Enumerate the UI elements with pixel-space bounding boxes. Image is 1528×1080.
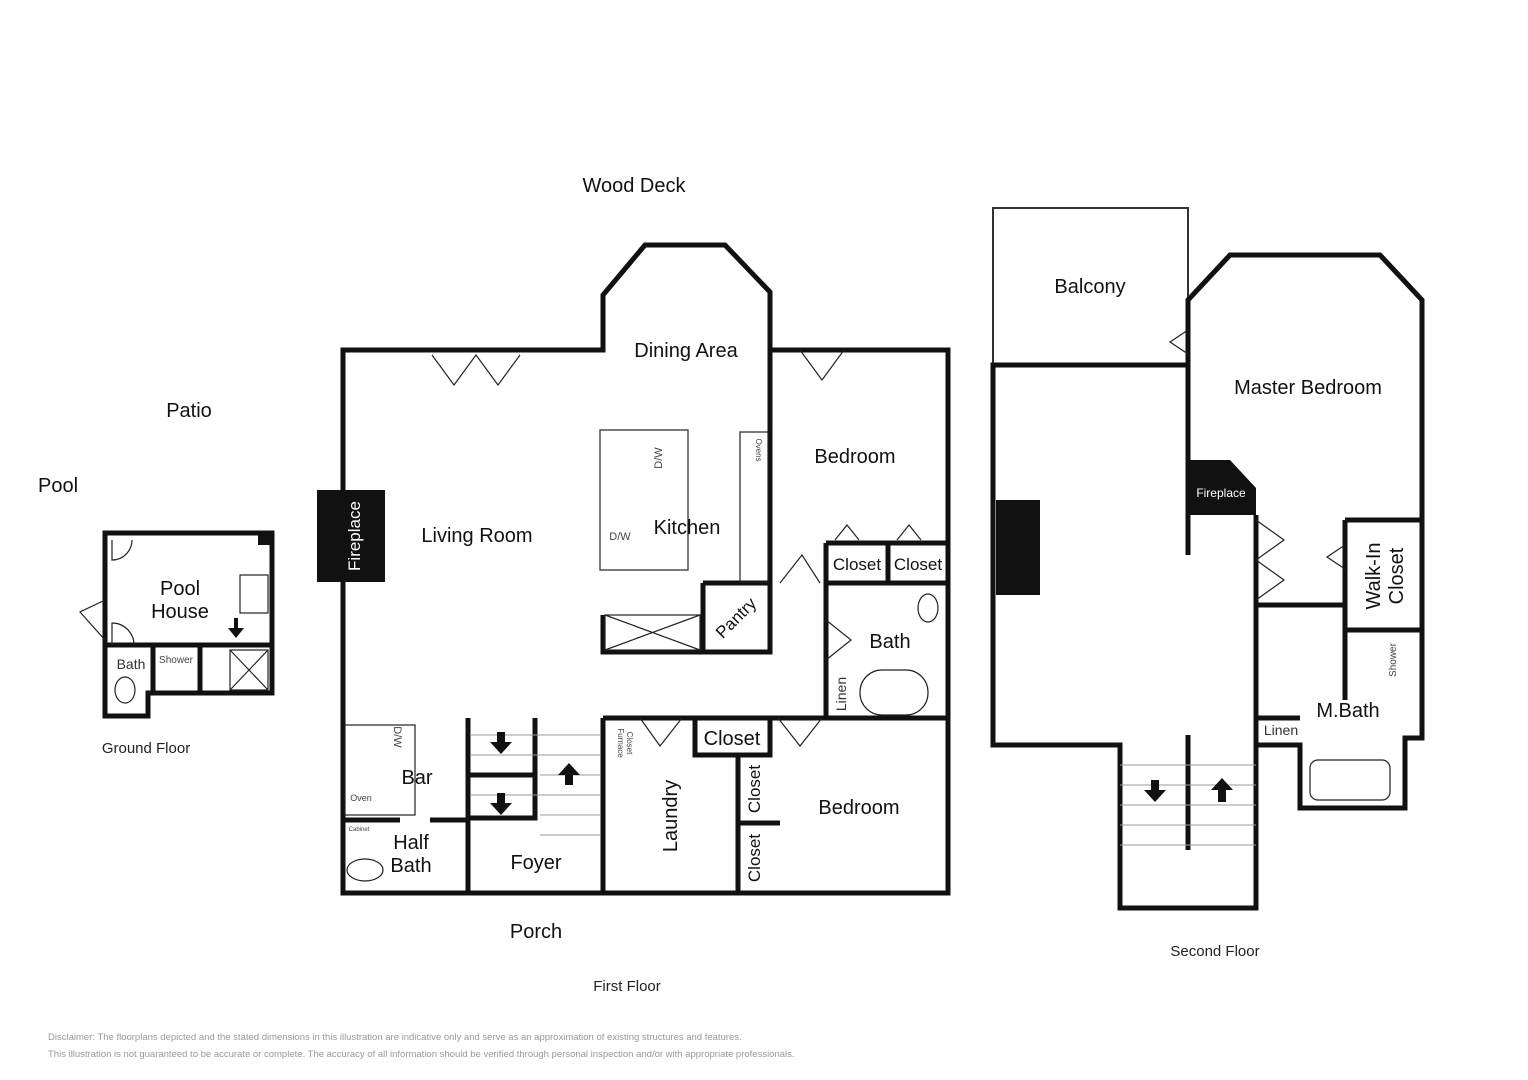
label-dw-kitchen-2: D/W [609, 531, 631, 543]
first-floor-title: First Floor [593, 978, 661, 995]
label-furnace-closet: Furnace [616, 728, 625, 758]
label-pool-house-2: House [151, 601, 209, 623]
label-pantry: Pantry [712, 594, 761, 643]
label-foyer: Foyer [510, 852, 561, 874]
label-bar: Bar [401, 767, 432, 789]
label-shower: Shower [159, 655, 194, 666]
label-bath-1: Bath [869, 631, 910, 653]
stairs-arrow-icon [1144, 778, 1233, 802]
label-walk-in-closet: Walk-In [1363, 542, 1385, 609]
label-closet-5: Closet [745, 834, 764, 882]
label-bedroom-2: Bedroom [818, 797, 899, 819]
label-furnace-closet-2: Closet [625, 732, 634, 755]
label-shower-master: Shower [1388, 642, 1399, 677]
label-dining-area: Dining Area [634, 340, 738, 362]
disclaimer-line-1: Disclaimer: The floorplans depicted and … [48, 1032, 742, 1043]
label-oven: Oven [350, 793, 372, 803]
label-porch: Porch [510, 921, 562, 943]
label-linen-master: Linen [1264, 722, 1298, 738]
label-kitchen: Kitchen [654, 517, 721, 539]
label-half-bath-2: Bath [390, 855, 431, 877]
label-pool-house: Pool [160, 578, 200, 600]
label-closet-4: Closet [745, 765, 764, 813]
ground-floor-plan [79, 530, 275, 719]
label-bath: Bath [117, 656, 146, 672]
fireplace [317, 490, 385, 582]
label-fireplace: Fireplace [345, 501, 364, 571]
stairs-down-arrow-icon [228, 618, 244, 638]
label-dw-bar: D/W [391, 726, 403, 748]
label-balcony: Balcony [1054, 276, 1125, 298]
label-pool: Pool [38, 475, 78, 497]
label-wood-deck: Wood Deck [582, 175, 686, 197]
label-patio: Patio [166, 400, 212, 422]
second-floor-title: Second Floor [1170, 943, 1259, 960]
label-master-fireplace: Fireplace [1196, 486, 1246, 500]
label-half-bath: Half [393, 832, 429, 854]
disclaimer-line-2: This illustration is not guaranteed to b… [48, 1049, 795, 1060]
label-closet-2: Closet [894, 555, 942, 574]
label-laundry: Laundry [660, 780, 682, 852]
label-walk-in-closet-2: Closet [1386, 547, 1408, 604]
label-closet-1: Closet [833, 555, 881, 574]
stairs-arrow-icon [490, 732, 580, 815]
label-cabinet: Cabinet [349, 827, 370, 833]
label-master-bedroom: Master Bedroom [1234, 377, 1382, 399]
first-floor-plan [317, 242, 951, 896]
ground-floor-title: Ground Floor [102, 740, 190, 757]
label-dw-kitchen: D/W [653, 447, 665, 469]
label-closet-3: Closet [704, 728, 761, 750]
label-ovens: Ovens [754, 438, 763, 461]
second-floor-plan [990, 207, 1425, 911]
label-bedroom-1: Bedroom [814, 446, 895, 468]
label-living-room: Living Room [421, 525, 532, 547]
label-linen: Linen [833, 677, 849, 711]
label-master-bath: M.Bath [1316, 700, 1379, 722]
